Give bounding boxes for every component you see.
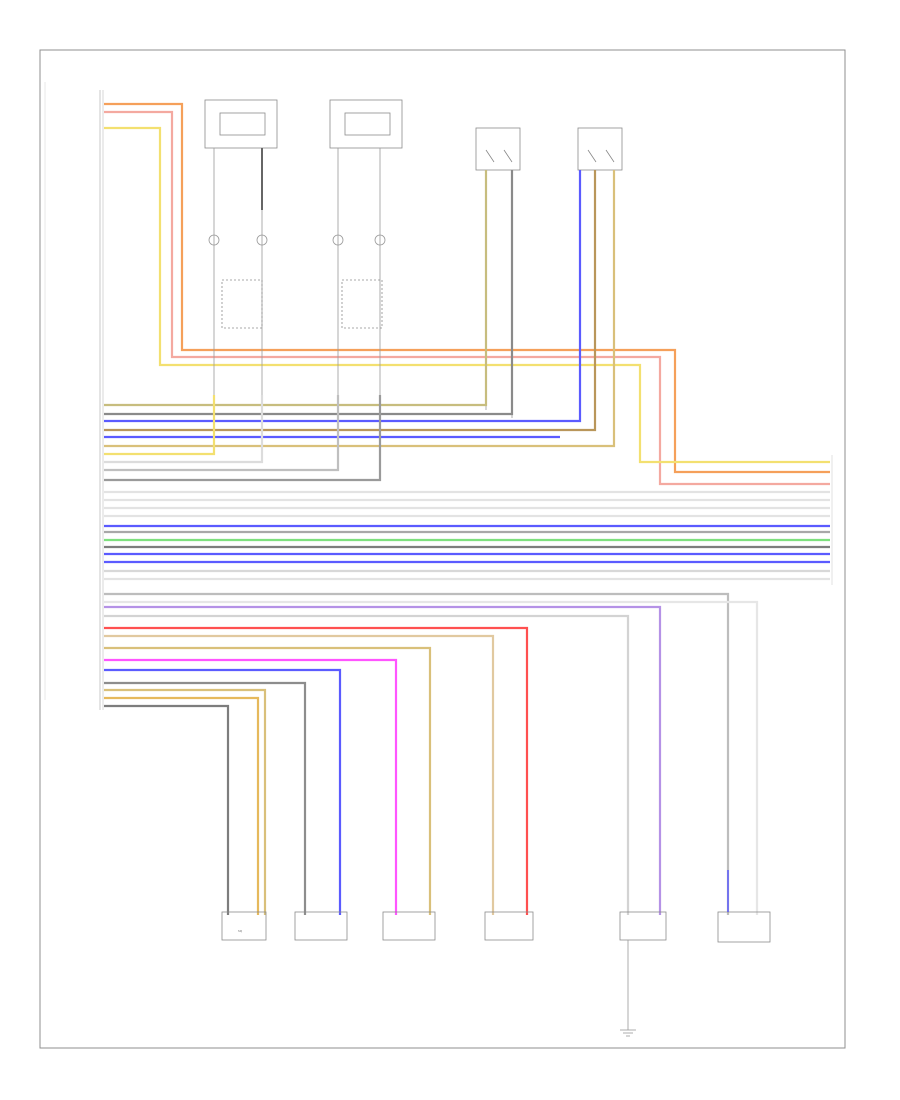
module-connector <box>44 82 104 710</box>
wire-blue-lower <box>104 668 342 915</box>
wire-tan-lower <box>104 634 495 915</box>
component-left-belt-switch <box>204 99 278 395</box>
wire-olive <box>104 170 488 407</box>
wire-magenta <box>104 658 398 915</box>
component-passenger-sensor <box>619 911 667 1037</box>
component-driver-airbag-1 <box>294 911 348 941</box>
wire-gray-short <box>104 395 340 472</box>
component-passenger-airbag-2 <box>382 911 436 941</box>
wires-bus <box>104 490 830 581</box>
wire-tan-upper <box>104 170 616 448</box>
wire-dark-lower <box>104 704 230 915</box>
wire-gray-lower <box>104 681 307 915</box>
wires-top-pins <box>104 102 830 486</box>
component-left-side-sensor <box>475 127 521 418</box>
component-right-side-sensor <box>577 127 623 171</box>
wire-orange <box>104 102 830 474</box>
component-passenger-module <box>717 870 771 943</box>
wire-yellow-short <box>104 395 216 456</box>
wire-gray-right2 <box>104 614 630 915</box>
wire-tan-lower2 <box>104 646 432 915</box>
diagram-frame <box>39 49 846 1049</box>
wire-orange-lower <box>104 696 260 915</box>
component-driver-airbag-2 <box>484 911 534 941</box>
component-right-belt-switch <box>329 99 403 395</box>
wire-gray-right <box>104 592 730 915</box>
wire-yellow <box>104 126 830 464</box>
wire-red <box>104 626 529 915</box>
svg-text:sq: sq <box>238 929 242 933</box>
wire-violet <box>104 605 662 915</box>
wire-pink-orange <box>104 110 830 486</box>
wire-light-right <box>104 600 759 915</box>
wire-tan-lower3 <box>104 688 267 915</box>
wire-light-short <box>104 395 264 464</box>
component-passenger-airbag-1: sq <box>221 911 267 941</box>
wires-middle <box>104 170 616 482</box>
wires-lower <box>104 592 759 915</box>
wire-brown <box>104 170 597 432</box>
wire-gray-upper <box>104 170 514 416</box>
wire-gray-mid <box>104 395 382 482</box>
